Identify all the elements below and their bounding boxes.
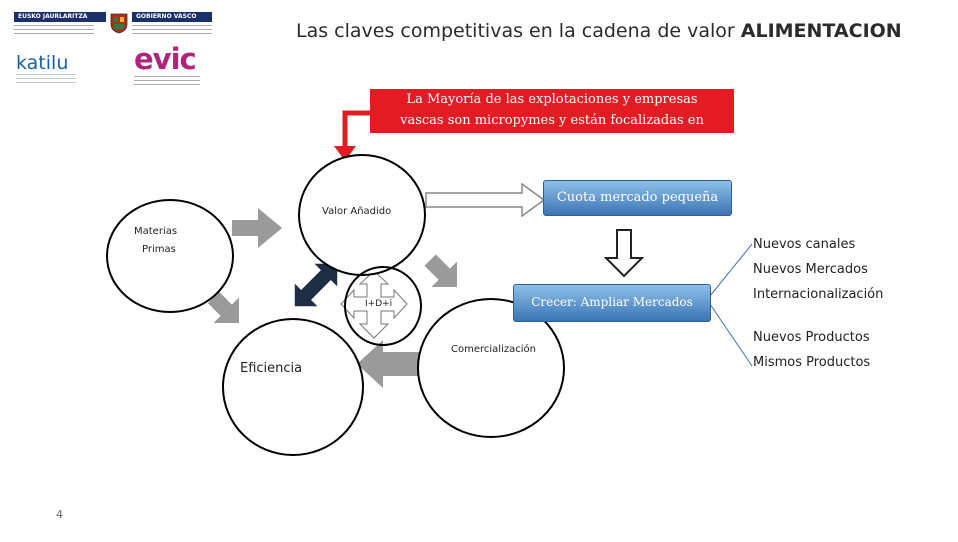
circle-materias-primas: [106, 199, 234, 313]
evic-sub-text: [134, 76, 200, 86]
eusko-logo: EUSKO JAURLARITZA: [14, 12, 106, 22]
gray-arrow-right: [232, 208, 282, 248]
red-callout-box: La Mayoría de las explotaciones y empres…: [370, 89, 734, 133]
right-list-item: Mismos Productos: [753, 355, 871, 370]
basque-shield-icon: [109, 12, 129, 34]
eusko-sub-text: [14, 25, 94, 37]
right-list-item: Nuevos Productos: [753, 330, 870, 345]
outline-arrow-right: [425, 182, 546, 218]
page-number: 4: [56, 508, 63, 521]
red-callout-line-2: vascas son micropymes y están focalizada…: [400, 113, 704, 128]
circle-idi: [344, 266, 422, 346]
page-title: Las claves competitivas en la cadena de …: [296, 20, 902, 42]
logo-area: EUSKO JAURLARITZA GOBIERNO VASCO katilu …: [14, 12, 214, 92]
outline-arrow-down: [603, 229, 645, 278]
comercializacion-label: Comercialización: [451, 344, 536, 355]
katilu-logo: katilu: [16, 52, 69, 74]
eficiencia-label: Eficiencia: [240, 361, 303, 376]
blue-connector-bottom: [709, 303, 753, 367]
cuota-box: [543, 180, 732, 216]
title-emphasis: ALIMENTACION: [740, 20, 902, 42]
gray-arrow-left: [357, 340, 430, 388]
red-elbow-arrow: [334, 110, 370, 161]
gray-arrow-diag-right: [424, 254, 457, 287]
katilu-sub-text: [16, 74, 76, 84]
gray-arrow-diag-left: [207, 291, 239, 323]
navy-double-arrow: [294, 263, 338, 307]
blue-connector-top: [709, 243, 753, 297]
gobierno-sub-text: [132, 25, 212, 37]
red-callout-line-1: La Mayoría de las explotaciones y empres…: [406, 92, 698, 107]
right-list-item: Internacionalización: [753, 287, 884, 302]
materias-label-2: Primas: [142, 244, 176, 255]
right-list-item: Nuevos canales: [753, 237, 856, 252]
crecer-box: [513, 284, 711, 322]
materias-label-1: Materias: [134, 226, 178, 237]
title-prefix: Las claves competitivas en la cadena de …: [296, 20, 735, 42]
circle-eficiencia: [222, 318, 364, 456]
cuota-label: Cuota mercado pequeña: [556, 190, 719, 205]
idi-label: I+D+i: [365, 299, 393, 309]
gobierno-logo: GOBIERNO VASCO: [132, 12, 212, 22]
crecer-label: Crecer: Ampliar Mercados: [531, 295, 693, 309]
circle-valor-anadido: [298, 154, 426, 276]
right-list-item: Nuevos Mercados: [753, 262, 868, 277]
valor-anadido-label: Valor Añadido: [322, 206, 392, 217]
evic-logo: evic: [134, 42, 197, 76]
